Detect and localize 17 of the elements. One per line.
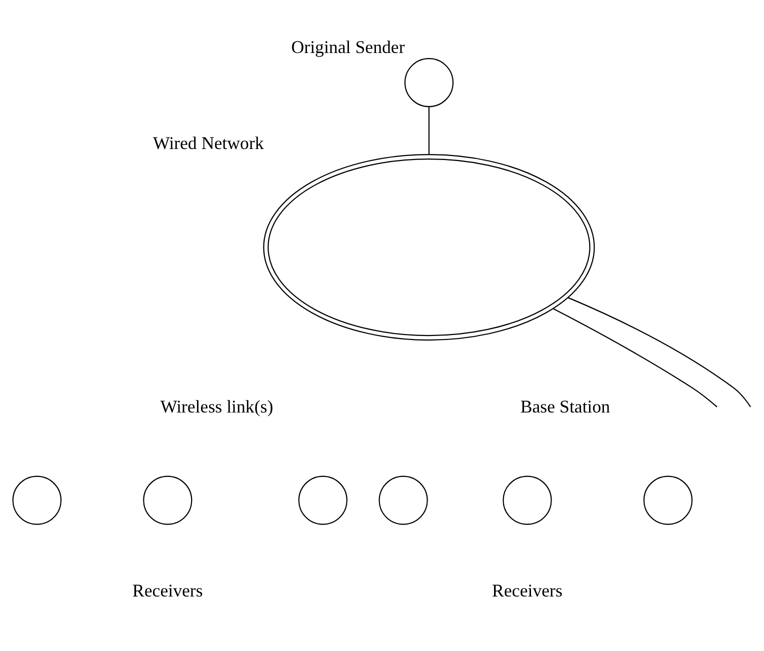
label: Receivers xyxy=(492,580,562,601)
node-circle xyxy=(378,476,428,525)
node-circle xyxy=(643,476,693,525)
node-circle xyxy=(404,58,454,108)
connector xyxy=(568,297,752,408)
label: Base Station xyxy=(520,396,610,416)
node-circle xyxy=(12,476,62,525)
node-cloud xyxy=(263,154,595,341)
node-circle xyxy=(298,476,348,525)
label: Receivers xyxy=(132,580,203,601)
node-label: Wired Network xyxy=(152,132,264,153)
connector xyxy=(552,308,718,408)
node-circle xyxy=(502,476,552,525)
node-label: Original Sender xyxy=(291,36,405,57)
node-circle xyxy=(143,476,192,525)
connector xyxy=(428,106,430,155)
label: Wireless link(s) xyxy=(160,396,274,416)
